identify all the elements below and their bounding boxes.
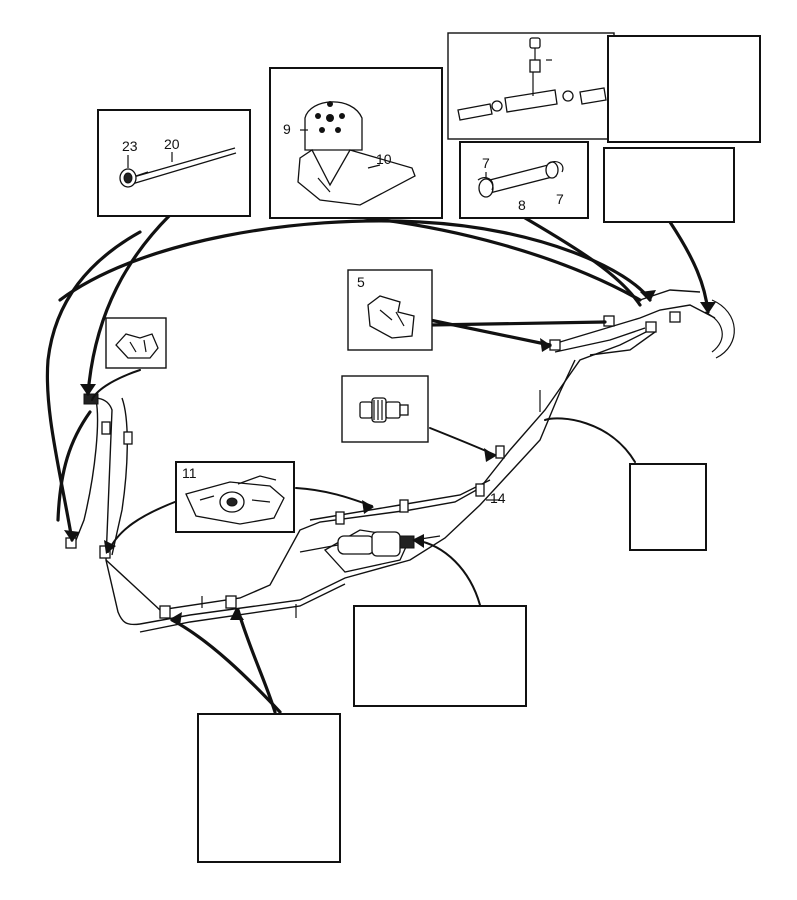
callout-23: 23 <box>122 138 138 154</box>
inset-blank-bottom-middle <box>353 605 527 707</box>
inset-tee-connector <box>447 32 615 140</box>
callout-7-right: 7 <box>556 191 564 207</box>
inset-hose-clips: 7 8 7 <box>459 141 589 219</box>
inset-blank-top-right <box>607 35 761 143</box>
inset-pipe-end: 23 20 <box>97 109 251 217</box>
inset-rubber-mount: 9 10 <box>269 67 443 219</box>
inset-blank-right <box>603 147 735 223</box>
fuel-pipe-routing <box>65 289 735 633</box>
inset-bracket-11: 11 <box>175 461 295 533</box>
inset-small-bracket <box>105 317 167 369</box>
inset-blank-bottom-left <box>197 713 341 863</box>
callout-10: 10 <box>376 151 392 167</box>
callout-9: 9 <box>283 121 291 137</box>
fuel-pump-assembly <box>299 529 441 573</box>
callout-8: 8 <box>518 197 526 213</box>
inset-blank-right-middle <box>629 463 707 551</box>
callout-20: 20 <box>164 136 180 152</box>
callout-11: 11 <box>182 465 197 481</box>
inset-clip-5: 5 <box>347 269 433 351</box>
inset-connector <box>341 375 429 443</box>
leader-lines <box>45 213 716 714</box>
callout-7-left: 7 <box>482 155 490 171</box>
callout-5: 5 <box>357 274 365 290</box>
callout-14: 14 <box>490 490 506 506</box>
